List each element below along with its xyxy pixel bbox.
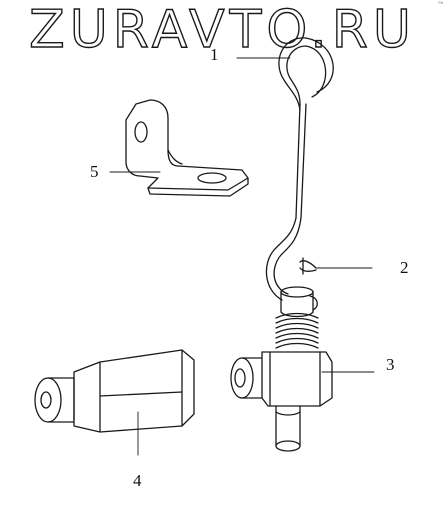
watermark: ZURAVTO.RU bbox=[28, 0, 416, 60]
leader-lines bbox=[109, 57, 375, 456]
part-4-hex-adapter bbox=[34, 349, 195, 433]
part-2-cotter-pin bbox=[299, 257, 317, 275]
callout-4: 4 bbox=[133, 471, 142, 490]
callout-2: 2 bbox=[400, 258, 409, 277]
part-1-hook-rod bbox=[265, 37, 334, 301]
part-5-bracket bbox=[125, 99, 249, 197]
part-3-valve bbox=[230, 286, 333, 452]
callout-1: 1 bbox=[210, 45, 219, 64]
callout-3: 3 bbox=[386, 355, 395, 374]
corner-mark: ᴾᴬ bbox=[438, 1, 443, 7]
callout-5: 5 bbox=[90, 162, 99, 181]
